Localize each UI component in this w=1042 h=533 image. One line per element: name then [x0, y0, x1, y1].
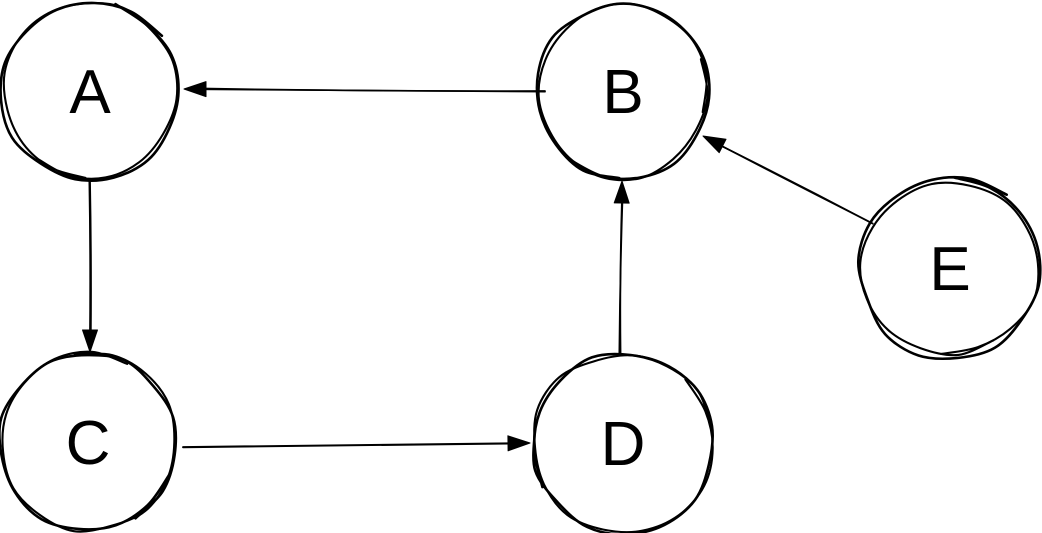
- arrowhead: [183, 81, 207, 98]
- node-E: E: [856, 175, 1042, 361]
- node-circle-stroke: [537, 2, 709, 182]
- node-circle-stroke: [2, 1, 179, 180]
- node-circle-stroke: [856, 175, 1042, 361]
- edge-D-B: [613, 180, 630, 356]
- arrowhead: [507, 435, 531, 452]
- edge-B-A: [183, 81, 546, 98]
- node-label-C: C: [66, 409, 111, 478]
- arrowhead: [613, 180, 630, 204]
- node-B: B: [535, 2, 711, 182]
- node-C: C: [0, 350, 178, 533]
- edge-line: [618, 192, 624, 356]
- edge-C-D: [182, 435, 531, 452]
- edge-line: [182, 442, 519, 448]
- node-label-E: E: [929, 235, 970, 304]
- node-circle-stroke: [859, 181, 1040, 357]
- node-label-D: D: [601, 410, 646, 479]
- node-label-B: B: [602, 58, 643, 127]
- node-A: A: [0, 1, 180, 182]
- node-circle-stroke: [533, 354, 714, 533]
- edge-A-C: [82, 178, 98, 353]
- node-circle-stroke: [1, 350, 176, 533]
- node-D: D: [532, 352, 715, 533]
- arrowhead: [702, 135, 727, 154]
- edge-line: [712, 140, 874, 225]
- arrowhead: [82, 329, 98, 353]
- edge-E-B: [702, 135, 874, 225]
- edge-line: [195, 88, 546, 93]
- edge-line: [89, 178, 92, 341]
- node-label-A: A: [69, 58, 111, 127]
